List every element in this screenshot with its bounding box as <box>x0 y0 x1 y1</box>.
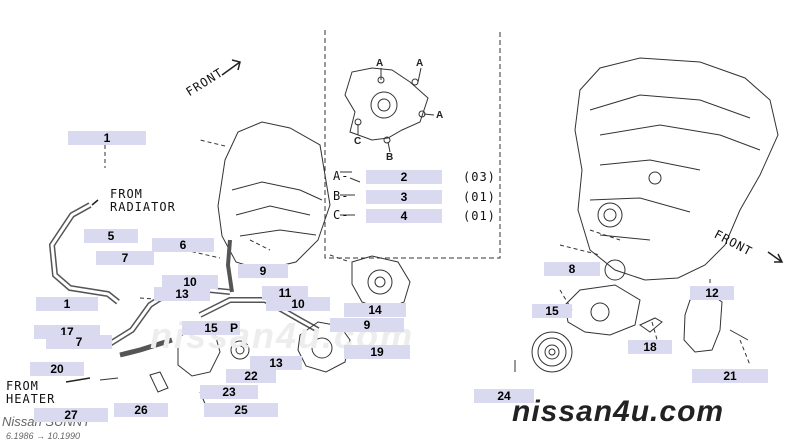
callout-9-left[interactable]: 9 <box>238 264 288 278</box>
bolt-c-part[interactable]: 4 <box>366 209 442 223</box>
inset-frame <box>324 30 501 259</box>
callout-5[interactable]: 5 <box>84 229 138 243</box>
bolt-b-qty: (01) <box>463 190 496 204</box>
production-dates: 6.1986 → 10.1990 <box>6 431 81 441</box>
callout-10-right[interactable]: 10 <box>266 297 330 311</box>
callout-11[interactable]: 11 <box>262 286 308 300</box>
from-radiator-label: FROM RADIATOR <box>110 187 176 214</box>
callout-13-right[interactable]: 13 <box>250 356 302 370</box>
callout-7-upper[interactable]: 7 <box>96 251 154 265</box>
callout-19[interactable]: 19 <box>344 345 410 359</box>
callout-1-lower[interactable]: 1 <box>36 297 98 311</box>
callout-10-left[interactable]: 10 <box>162 275 218 289</box>
left-engine <box>217 121 331 271</box>
pump-point-a2: A <box>416 58 424 69</box>
callout-15-left[interactable]: 15 <box>182 321 240 335</box>
callout-21[interactable]: 21 <box>692 369 768 383</box>
bolt-c-qty: (01) <box>463 209 496 223</box>
bolt-b-part[interactable]: 3 <box>366 190 442 204</box>
bolt-a-qty: (03) <box>463 170 496 184</box>
water-pump-right <box>564 284 641 336</box>
callout-14[interactable]: 14 <box>344 303 406 317</box>
callout-24[interactable]: 24 <box>474 389 534 403</box>
bolt-b-letter: B- <box>333 189 350 203</box>
callout-20[interactable]: 20 <box>30 362 84 376</box>
thermostat-right <box>683 291 723 353</box>
site-brand: nissan4u.com <box>512 395 725 428</box>
callout-9-right[interactable]: 9 <box>330 318 404 332</box>
callout-13-left[interactable]: 13 <box>154 287 210 301</box>
pump-point-b: B <box>386 152 394 163</box>
water-pump-left <box>297 321 351 373</box>
callout-1-top[interactable]: 1 <box>68 131 146 145</box>
bolt-a-letter: A- <box>333 169 350 183</box>
pulley <box>531 331 573 373</box>
bolt-c-letter: C- <box>333 208 350 222</box>
hose-heater <box>119 337 173 358</box>
pump-point-a3: A <box>436 110 444 121</box>
callout-27[interactable]: 27 <box>34 408 108 422</box>
pump-point-c: C <box>354 136 362 147</box>
callout-p[interactable]: P <box>229 321 238 335</box>
callout-6[interactable]: 6 <box>152 238 214 252</box>
callout-18[interactable]: 18 <box>628 340 672 354</box>
bolt-a-part[interactable]: 2 <box>366 170 442 184</box>
inset-pump <box>344 67 429 141</box>
pump-point-a1: A <box>376 58 384 69</box>
callout-26[interactable]: 26 <box>114 403 168 417</box>
callout-23[interactable]: 23 <box>200 385 258 399</box>
callout-7-lower[interactable]: 7 <box>46 335 112 349</box>
from-heater-label: FROM HEATER <box>6 379 56 406</box>
callout-25[interactable]: 25 <box>204 403 278 417</box>
callout-12[interactable]: 12 <box>690 286 734 300</box>
callout-8[interactable]: 8 <box>544 262 600 276</box>
callout-15-right[interactable]: 15 <box>532 304 572 318</box>
right-engine <box>574 57 779 281</box>
callout-22[interactable]: 22 <box>226 369 276 383</box>
inlet-flange <box>351 255 411 311</box>
